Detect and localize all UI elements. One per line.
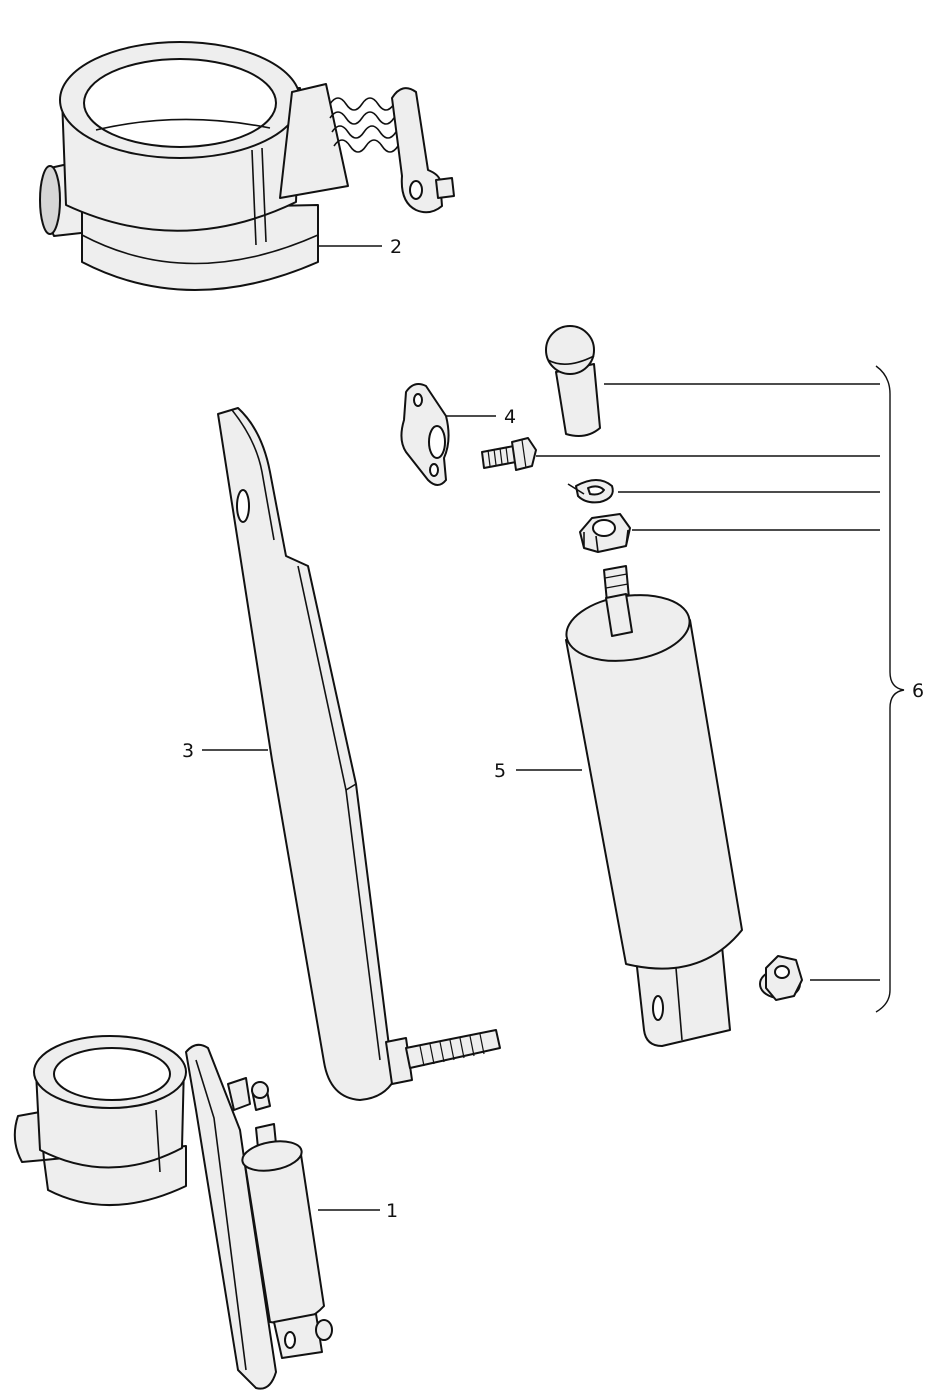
callout-5: 5: [494, 760, 506, 782]
actuator-cylinder-part: [565, 565, 743, 1047]
callout-6: 6: [912, 680, 924, 702]
hex-nut-part: [579, 513, 631, 553]
ball-joint-part: [545, 325, 601, 437]
callout-2: 2: [390, 236, 402, 258]
gasket-part: [400, 383, 450, 486]
leader-lines: [202, 245, 880, 1211]
kit-bracket: [875, 365, 905, 1013]
callout-3: 3: [182, 740, 194, 762]
spring-clip-part: [567, 479, 614, 504]
complete-assembly-part: [13, 1035, 333, 1390]
throttle-housing-part: [39, 41, 455, 291]
bolt-part: [481, 437, 537, 471]
callout-4: 4: [504, 406, 516, 428]
flange-nut-part: [759, 955, 803, 1001]
mounting-bracket-part: [217, 407, 501, 1101]
callout-1: 1: [386, 1200, 398, 1222]
